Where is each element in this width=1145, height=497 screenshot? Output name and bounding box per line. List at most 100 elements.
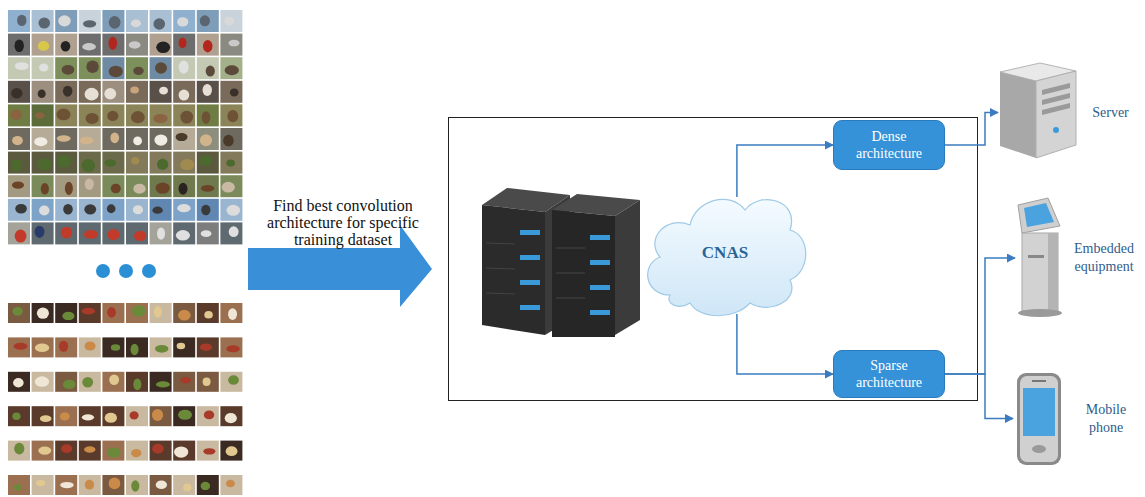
thumbnail-object <box>35 112 45 119</box>
thumbnail-object <box>203 448 215 454</box>
image-thumbnail <box>102 10 124 32</box>
image-thumbnail <box>8 128 30 150</box>
process-box: Dense architecture <box>833 120 945 170</box>
ellipsis-dot <box>119 264 133 278</box>
image-thumbnail <box>55 475 77 495</box>
rack-light <box>520 305 540 310</box>
image-thumbnail <box>197 10 219 32</box>
image-thumbnail <box>197 199 219 221</box>
image-thumbnail <box>126 104 148 126</box>
thumbnail-object <box>39 63 48 71</box>
thumbnail-object <box>229 226 239 237</box>
device-name: Server <box>1092 105 1129 120</box>
thumbnail-object <box>159 87 168 95</box>
image-thumbnail <box>220 406 242 426</box>
image-thumbnail <box>126 57 148 79</box>
image-thumbnail <box>8 57 30 79</box>
image-thumbnail <box>55 222 77 244</box>
thumbnail-object <box>156 41 170 53</box>
thumbnail-object <box>61 41 71 51</box>
thumbnail-object <box>174 446 188 457</box>
thumbnail-object <box>10 110 22 120</box>
thumbnail-object <box>107 111 118 121</box>
thumbnail-object <box>200 343 212 350</box>
thumbnail-object <box>107 229 119 240</box>
image-thumbnail <box>197 337 219 357</box>
thumbnail-object <box>202 111 211 124</box>
image-thumbnail <box>220 475 242 495</box>
thumbnail-object <box>131 449 141 457</box>
thumbnail-object <box>86 113 99 124</box>
thumbnail-object <box>104 159 116 167</box>
image-thumbnail <box>102 104 124 126</box>
image-thumbnail <box>150 475 172 495</box>
thumbnail-object <box>206 66 215 77</box>
image-thumbnail <box>8 441 30 461</box>
thumbnail-object <box>109 66 123 78</box>
image-thumbnail <box>79 10 101 32</box>
thumbnail-object <box>177 17 188 26</box>
image-thumbnail <box>8 199 30 221</box>
thumbnail-object <box>38 158 52 170</box>
device-node: Server <box>998 65 1140 160</box>
rack-light <box>590 260 610 265</box>
image-thumbnail <box>79 34 101 56</box>
image-thumbnail <box>173 337 195 357</box>
image-thumbnail <box>8 104 30 126</box>
thumbnail-object <box>180 111 193 124</box>
thumbnail-object <box>228 40 239 47</box>
thumbnail-object <box>131 157 139 164</box>
thumbnail-object <box>107 307 116 318</box>
thumbnail-object <box>15 204 27 214</box>
cloud-node: CNAS <box>640 185 810 320</box>
device-name: Mobile phone <box>1086 402 1126 435</box>
image-thumbnail <box>220 10 242 32</box>
thumbnail-object <box>35 343 49 352</box>
thumbnail-object <box>109 16 121 29</box>
thumbnail-object <box>56 109 70 121</box>
thumbnail-object <box>110 132 119 143</box>
thumbnail-object <box>37 307 49 318</box>
thumbnail-object <box>134 231 146 241</box>
thumbnail-object <box>131 111 145 123</box>
image-thumbnail <box>32 199 54 221</box>
thumbnail-object <box>12 181 24 188</box>
image-thumbnail <box>126 337 148 357</box>
thumbnail-object <box>203 40 212 52</box>
image-thumbnails <box>8 10 242 495</box>
image-thumbnail <box>150 128 172 150</box>
thumbnail-object <box>40 415 52 422</box>
image-thumbnail <box>150 199 172 221</box>
thumbnail-object <box>153 18 165 29</box>
image-thumbnail <box>102 475 124 495</box>
drive-bay <box>1042 103 1070 115</box>
thumbnail-object <box>109 37 117 50</box>
image-thumbnail <box>197 441 219 461</box>
thumbnail-object <box>230 88 239 96</box>
thumbnail-object <box>81 159 95 172</box>
thumbnail-object <box>61 227 72 239</box>
image-thumbnail <box>197 34 219 56</box>
image-thumbnail <box>150 57 172 79</box>
thumbnail-object <box>176 133 188 141</box>
image-thumbnail <box>102 372 124 392</box>
image-thumbnail <box>173 199 195 221</box>
connector-arrow <box>945 374 1013 419</box>
thumbnail-object <box>82 414 94 420</box>
image-thumbnail <box>220 81 242 103</box>
thumbnail-object <box>176 230 190 240</box>
rack-light <box>520 255 540 260</box>
image-thumbnail <box>220 152 242 174</box>
thumbnail-object <box>199 155 212 166</box>
thumbnail-object <box>201 185 214 192</box>
image-thumbnail <box>173 10 195 32</box>
thumbnail-object <box>204 411 214 420</box>
thumbnail-object <box>130 86 139 93</box>
phone-face <box>1020 376 1058 462</box>
connector-arrow <box>945 258 1015 374</box>
image-thumbnail <box>8 175 30 197</box>
phone-screen <box>1023 388 1055 436</box>
thumbnail-object <box>131 344 139 355</box>
ellipsis-dot <box>96 264 110 278</box>
image-thumbnail <box>173 34 195 56</box>
